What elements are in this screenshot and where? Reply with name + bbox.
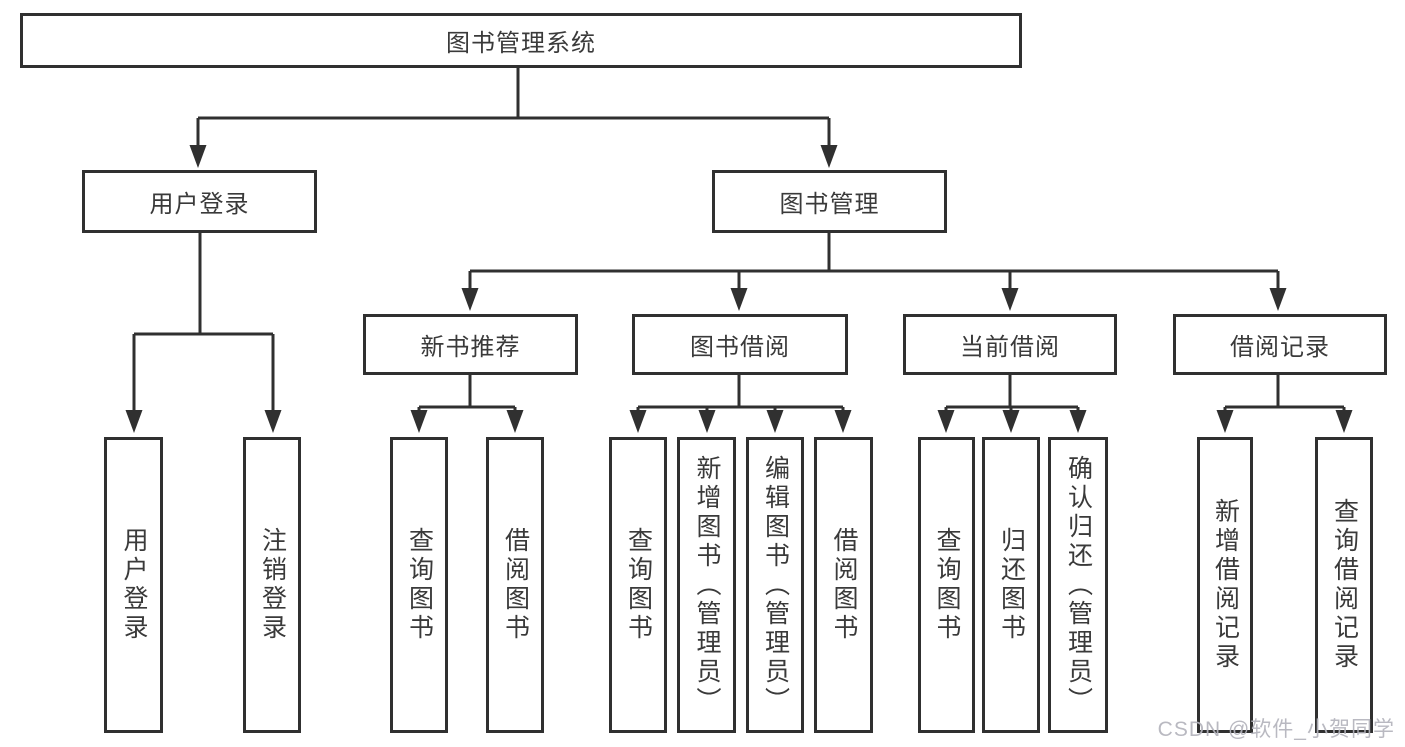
csdn-watermark: CSDN @软件_小贺同学	[1157, 718, 1395, 741]
leaf-label: 注销登录	[258, 527, 287, 643]
node-book-management: 图书管理	[712, 170, 947, 233]
leaf-label: 用户登录	[120, 527, 148, 643]
leaf-label: 查询借阅记录	[1330, 498, 1359, 672]
node-label: 图书借阅	[690, 334, 790, 361]
node-root: 图书管理系统	[20, 13, 1022, 68]
node-current-borrow: 当前借阅	[903, 314, 1117, 375]
leaf-label: 借阅图书	[501, 527, 530, 643]
leaf-query-books-recommend: 查询图书	[390, 437, 448, 733]
node-new-book-recommend: 新书推荐	[363, 314, 578, 375]
node-label: 借阅记录	[1230, 334, 1330, 361]
node-label: 新书推荐	[420, 334, 521, 361]
leaf-label: 查询图书	[405, 527, 434, 643]
leaf-user-login: 用户登录	[104, 437, 163, 733]
leaf-query-books-current: 查询图书	[918, 437, 975, 733]
node-label: 当前借阅	[960, 334, 1060, 361]
leaf-confirm-return-admin: 确认归还（管理员）	[1048, 437, 1108, 733]
node-label: 用户登录	[149, 191, 250, 218]
leaf-query-borrow-record: 查询借阅记录	[1315, 437, 1373, 733]
leaf-label: 查询图书	[933, 527, 961, 643]
leaf-label: 确认归还（管理员）	[1064, 454, 1093, 716]
leaf-borrow-books: 借阅图书	[814, 437, 873, 733]
leaf-add-borrow-record: 新增借阅记录	[1197, 437, 1253, 733]
leaf-edit-book-admin: 编辑图书（管理员）	[746, 437, 804, 733]
node-user-login: 用户登录	[82, 170, 317, 233]
leaf-borrow-books-recommend: 借阅图书	[486, 437, 544, 733]
leaf-query-books-borrow: 查询图书	[609, 437, 667, 733]
leaf-label: 新增借阅记录	[1211, 498, 1240, 672]
node-book-borrow: 图书借阅	[632, 314, 848, 375]
node-label: 图书管理	[779, 191, 880, 218]
leaf-label: 查询图书	[624, 527, 653, 643]
leaf-label: 借阅图书	[830, 527, 858, 643]
node-borrow-records: 借阅记录	[1173, 314, 1387, 375]
leaf-label: 归还图书	[997, 527, 1026, 643]
leaf-add-book-admin: 新增图书（管理员）	[677, 437, 736, 733]
leaf-label: 新增图书（管理员）	[693, 454, 721, 716]
leaf-label: 编辑图书（管理员）	[761, 454, 790, 716]
leaf-logout: 注销登录	[243, 437, 301, 733]
leaf-return-books: 归还图书	[982, 437, 1040, 733]
node-root-label: 图书管理系统	[446, 30, 596, 57]
